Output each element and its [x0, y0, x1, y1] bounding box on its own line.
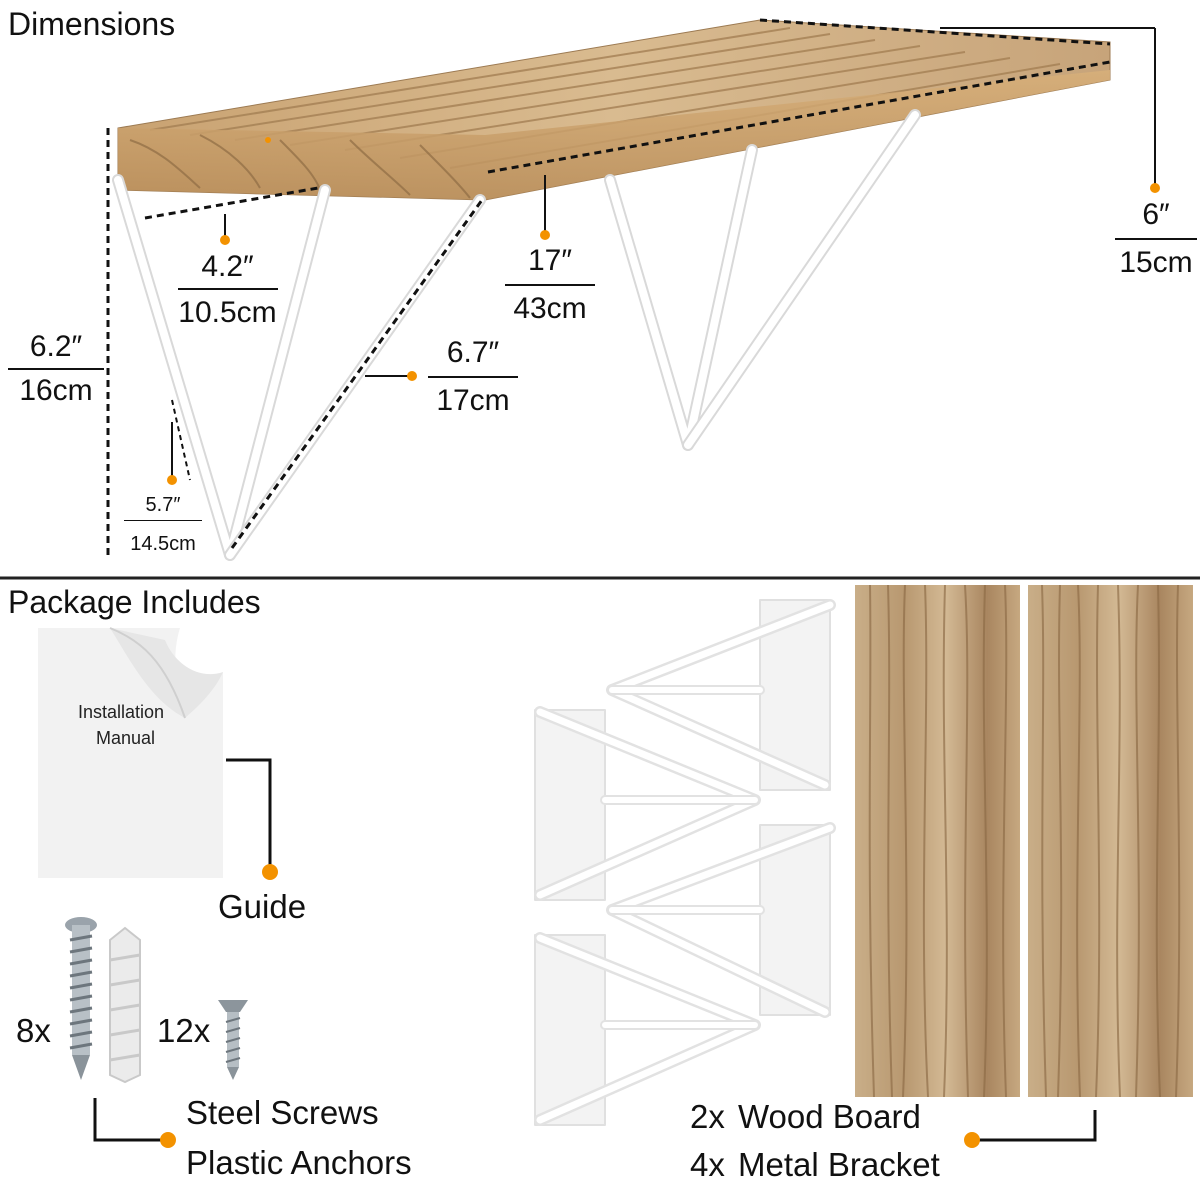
guide-dot [262, 864, 278, 880]
dim-depth-fraction-bar [1115, 238, 1197, 240]
hardware-dot [160, 1132, 176, 1148]
board-quantity: 2x [690, 1098, 725, 1135]
hardware-connector [93, 1098, 165, 1142]
guide-label: Guide [218, 888, 307, 925]
dim-bracket-top-imperial: 4.2″ [201, 250, 254, 283]
bracket-label: Metal Bracket [738, 1146, 940, 1183]
manual-text-line2: Manual [96, 728, 156, 748]
shelf-bracket-right [604, 109, 921, 451]
metal-brackets-set [534, 599, 836, 1126]
hardware-label-screws: Steel Screws [186, 1094, 379, 1131]
small-screw-icon [218, 1000, 248, 1080]
dimensions-title: Dimensions [8, 6, 176, 42]
dim-bracket-top-metric: 10.5cm [178, 296, 277, 329]
steel-screw-icon [65, 917, 97, 1080]
wood-board-right [1028, 584, 1193, 1098]
dim-diagonal-imperial: 6.7″ [446, 336, 500, 369]
screw-count: 8x [16, 1012, 51, 1049]
dim-height-fraction-bar [8, 368, 104, 370]
package-connector [975, 1110, 1097, 1142]
accent-dots [167, 137, 1160, 485]
dim-diagonal-fraction-bar [428, 376, 518, 378]
dim-length-fraction-bar [505, 284, 595, 286]
dim-depth-metric: 15cm [1119, 246, 1193, 279]
anchor-count: 12x [157, 1012, 211, 1049]
installation-manual-image [38, 627, 223, 878]
package-dot [964, 1132, 980, 1148]
bracket-quantity: 4x [690, 1146, 725, 1183]
dimension-guides [106, 128, 546, 560]
wood-board-left [855, 584, 1020, 1098]
package-title: Package Includes [8, 584, 261, 620]
dim-length-imperial: 17″ [528, 244, 572, 277]
dim-diagonal-metric: 17cm [436, 384, 510, 417]
guide-connector [226, 758, 272, 868]
dim-depth-imperial: 6″ [1142, 198, 1170, 231]
dim-height-imperial: 6.2″ [29, 330, 83, 363]
dim-leg-metric: 14.5cm [130, 533, 196, 555]
dim-height-metric: 16cm [19, 374, 93, 407]
dim-leg-fraction-bar [124, 520, 202, 521]
dim-leg-imperial: 5.7″ [145, 494, 181, 516]
dim-length-metric: 43cm [513, 292, 587, 325]
manual-text-line1: Installation [78, 702, 165, 722]
hardware-label-anchors: Plastic Anchors [186, 1144, 412, 1181]
dim-bracket-top-fraction-bar [178, 288, 278, 290]
board-label: Wood Board [738, 1098, 921, 1135]
plastic-anchor-icon [109, 926, 141, 1084]
wood-shelf [117, 18, 1156, 201]
